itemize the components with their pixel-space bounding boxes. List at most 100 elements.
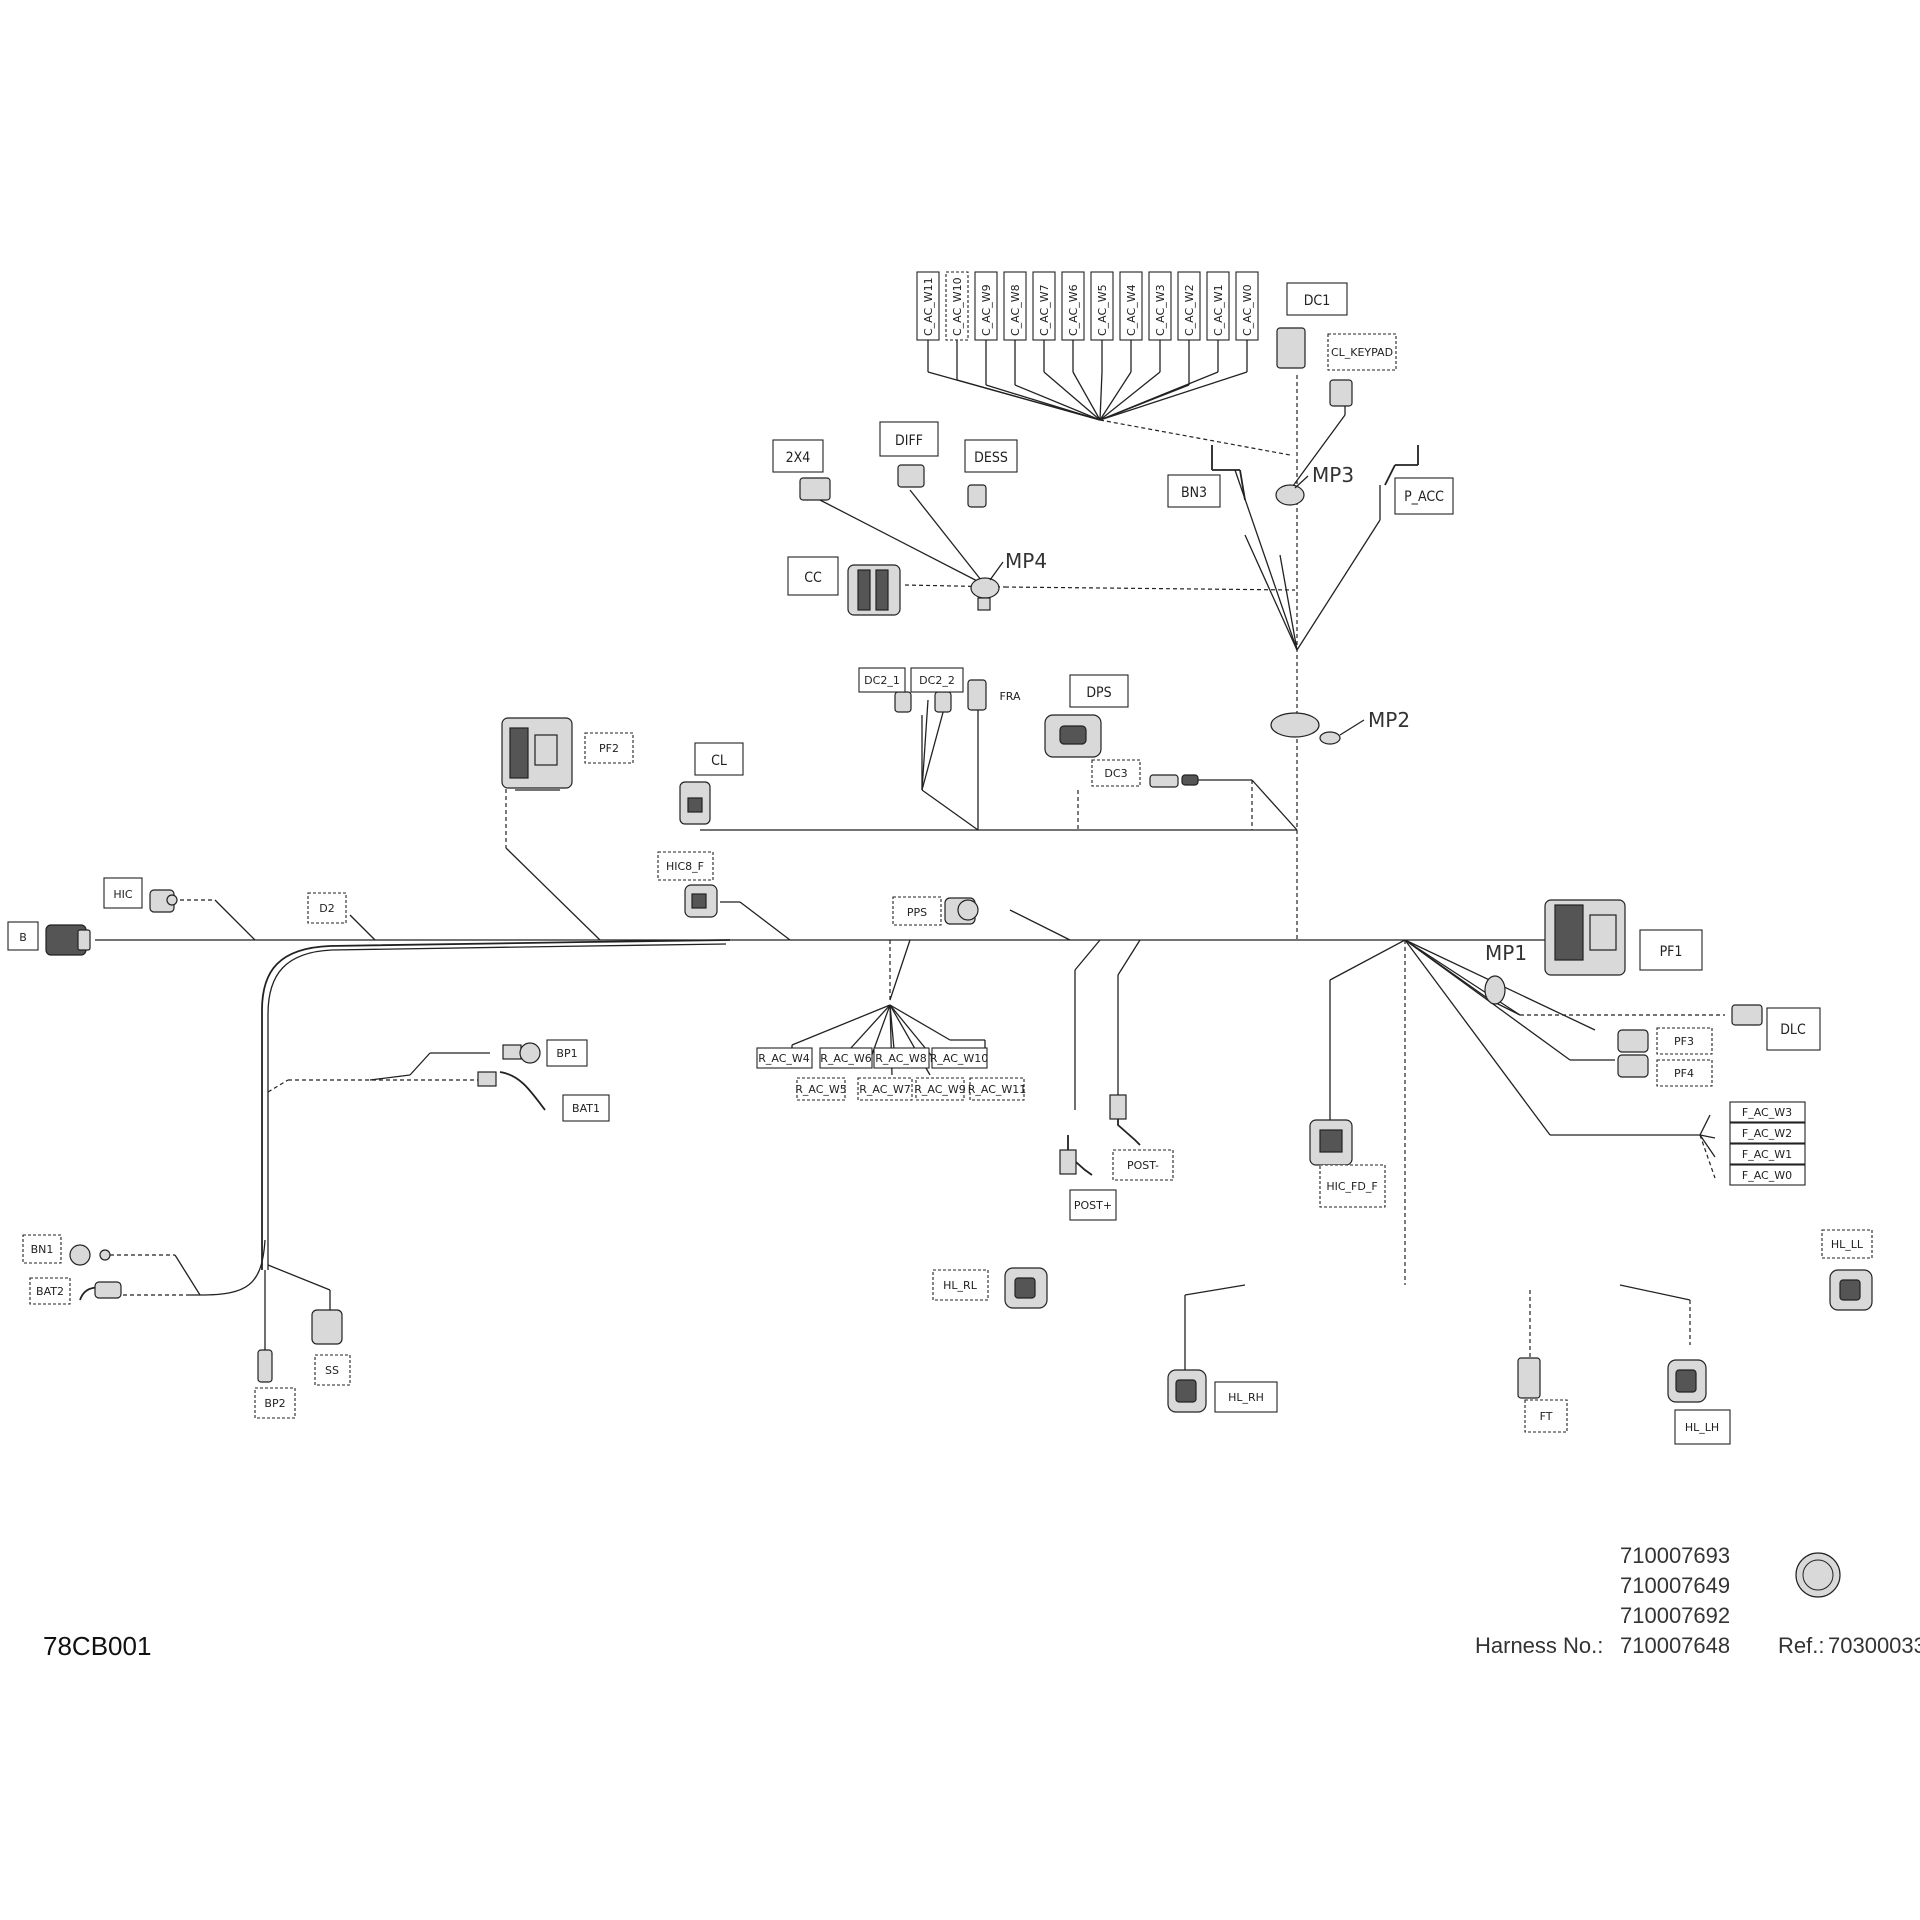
label-hic8-f: HIC8_F	[666, 860, 704, 873]
label-mp1: MP1	[1485, 941, 1527, 965]
c-ac-fan-wires	[927, 340, 1381, 940]
label-r-ac-w6: R_AC_W6	[820, 1052, 872, 1065]
dess-connector-icon	[967, 484, 987, 508]
hl-ll-connector-icon	[1829, 1269, 1873, 1311]
cl-connector-icon	[679, 781, 711, 825]
splice-labels: MP3 MP4 MP2 MP1	[989, 463, 1527, 965]
label-diff: DIFF	[895, 433, 923, 449]
label-c-ac-w10: C_AC_W10	[951, 277, 964, 336]
cl-branch-wires	[505, 699, 1298, 941]
dc3-connector-icon	[1149, 774, 1199, 788]
label-hic-fd-f: HIC_FD_F	[1326, 1180, 1377, 1193]
label-mp4: MP4	[1005, 549, 1047, 573]
hic-fd-f-connector-icon	[1309, 1119, 1353, 1166]
label-pf4: PF4	[1674, 1067, 1694, 1080]
cl-keypad-connector-icon	[1329, 379, 1353, 407]
label-p-acc: P_ACC	[1404, 489, 1444, 505]
mp4-wires	[819, 489, 1296, 591]
hic8-f-connector-icon	[684, 884, 718, 918]
label-dess: DESS	[974, 450, 1008, 466]
label-dps: DPS	[1086, 685, 1111, 701]
mp3-splice-icon	[1275, 484, 1305, 506]
post-branch-wires	[1074, 939, 1141, 1110]
c-ac-label-boxes	[916, 271, 1259, 341]
harness-number-3: 710007692	[1620, 1603, 1730, 1628]
label-mp2: MP2	[1368, 708, 1410, 732]
label-pf1: PF1	[1660, 944, 1683, 960]
label-c-ac-w4: C_AC_W4	[1125, 284, 1138, 336]
label-r-ac-w4: R_AC_W4	[758, 1052, 810, 1065]
label-hl-lh: HL_LH	[1685, 1421, 1719, 1434]
post-plus-terminal-icon	[1059, 1135, 1093, 1176]
label-post-minus: POST-	[1127, 1159, 1159, 1172]
label-ss: SS	[325, 1364, 339, 1377]
hl-rh-connector-icon	[1167, 1369, 1207, 1413]
label-dc2-2: DC2_2	[919, 674, 955, 687]
label-c-ac-w1: C_AC_W1	[1212, 284, 1225, 336]
drawing-code: 78CB001	[43, 1631, 151, 1661]
diff-connector-icon	[897, 464, 925, 488]
bp2-terminal-icon	[257, 1349, 273, 1383]
label-r-ac-w5: R_AC_W5	[795, 1083, 847, 1096]
label-boxes	[7, 282, 1873, 1445]
label-dc3: DC3	[1104, 767, 1127, 780]
label-r-ac-w11: R_AC_W11	[968, 1083, 1027, 1096]
label-c-ac-w6: C_AC_W6	[1067, 284, 1080, 336]
label-c-ac-w7: C_AC_W7	[1038, 284, 1051, 336]
label-r-ac-w9: R_AC_W9	[914, 1083, 966, 1096]
2x4-connector-icon	[799, 477, 831, 501]
left-branch-wires	[110, 899, 1071, 1310]
bat2-terminal-icon	[79, 1281, 122, 1301]
label-pps: PPS	[907, 906, 927, 919]
label-pf3: PF3	[1674, 1035, 1694, 1048]
label-c-ac-w0: C_AC_W0	[1241, 284, 1254, 336]
dc2-connectors-icon	[894, 691, 952, 713]
label-r-ac-w7: R_AC_W7	[859, 1083, 911, 1096]
label-f-ac-w2: F_AC_W2	[1742, 1127, 1792, 1140]
label-dc2-1: DC2_1	[864, 674, 900, 687]
harness-number-4: 710007648	[1620, 1633, 1730, 1658]
title-block: 78CB001 Harness No.: 710007693 710007649…	[43, 1543, 1920, 1661]
label-pf2: PF2	[599, 742, 619, 755]
bat1-terminal-icon	[477, 1071, 546, 1111]
label-bn1: BN1	[31, 1243, 54, 1256]
dc1-connector-icon	[1276, 327, 1306, 369]
bp1-terminal-icon	[502, 1042, 541, 1064]
hl-lh-connector-icon	[1667, 1359, 1707, 1403]
right-branch-wires	[1184, 939, 1725, 1370]
label-d2: D2	[319, 902, 334, 915]
label-hl-rh: HL_RH	[1228, 1391, 1264, 1404]
label-cc: CC	[804, 570, 822, 586]
b-connector-icon	[45, 924, 91, 956]
label-ft: FT	[1540, 1410, 1553, 1423]
cc-connector-icon	[847, 564, 901, 616]
label-post-plus: POST+	[1074, 1199, 1112, 1212]
ft-connector-icon	[1517, 1357, 1541, 1399]
harness-number-2: 710007649	[1620, 1573, 1730, 1598]
label-c-ac-w3: C_AC_W3	[1154, 284, 1167, 336]
label-dc1: DC1	[1304, 293, 1331, 309]
mp4-splice-icon	[970, 577, 1000, 611]
harness-number-1: 710007693	[1620, 1543, 1730, 1568]
pf1-connector-icon	[1544, 899, 1626, 976]
label-bp1: BP1	[556, 1047, 577, 1060]
main-trunk	[95, 939, 1410, 1350]
bn1-terminal-icon	[69, 1244, 111, 1266]
label-c-ac-w8: C_AC_W8	[1009, 284, 1022, 336]
harness-label: Harness No.:	[1475, 1633, 1603, 1658]
label-cl-keypad: CL_KEYPAD	[1331, 346, 1393, 359]
label-fra: FRA	[999, 690, 1021, 703]
label-hl-rl: HL_RL	[943, 1279, 978, 1292]
ref-value: 703000339	[1828, 1633, 1920, 1658]
dlc-connector-icon	[1731, 1004, 1763, 1026]
label-r-ac-w8: R_AC_W8	[875, 1052, 927, 1065]
ref-label: Ref.:	[1778, 1633, 1824, 1658]
label-c-ac-w2: C_AC_W2	[1183, 284, 1196, 336]
pf2-connector-icon	[501, 717, 573, 791]
label-cl: CL	[711, 753, 727, 769]
label-c-ac-w5: C_AC_W5	[1096, 284, 1109, 336]
label-bat2: BAT2	[36, 1285, 64, 1298]
hl-rl-connector-icon	[1004, 1267, 1048, 1309]
brp-logo-icon	[1795, 1552, 1841, 1598]
label-f-ac-w1: F_AC_W1	[1742, 1148, 1792, 1161]
